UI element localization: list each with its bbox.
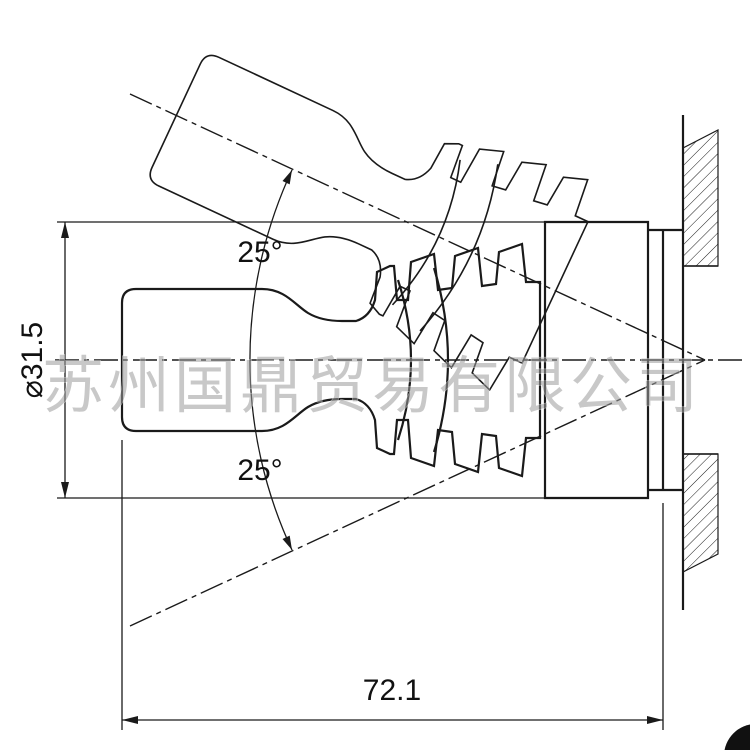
diameter-dimension: ⌀31.5: [16, 221, 545, 499]
swing-angle-arc: [249, 169, 293, 551]
upper-swing-centerline: [129, 93, 706, 361]
ball-joint-arc-1: [396, 279, 413, 441]
wall-hatch-bottom: [682, 453, 719, 573]
plug-outline: [120, 242, 542, 478]
ghost-rotated-view: [126, 9, 606, 399]
length-label: 72.1: [363, 674, 421, 707]
angle-arc: [249, 169, 293, 551]
diameter-dimension-lines: [57, 221, 545, 499]
swing-part-rotated: [126, 9, 606, 399]
swing-part-profile: [120, 242, 542, 478]
wall-hatch-top: [682, 129, 719, 267]
wall-section: [682, 129, 719, 573]
arc-arrow-top: [282, 170, 292, 185]
socket-cylinder: [543, 220, 650, 500]
angle-label-upper: 25°: [237, 236, 282, 269]
dim-arrow-right: [647, 716, 663, 724]
diameter-label: ⌀31.5: [16, 322, 49, 398]
part-side-view: [120, 242, 542, 478]
mounting-flange: [648, 228, 683, 492]
arc-arrow-bottom: [282, 535, 292, 550]
length-dimension: 72.1: [121, 440, 664, 730]
centerlines: [55, 93, 742, 627]
watermark-text: 苏州国鼎贸易有限公司: [42, 352, 702, 421]
lower-swing-centerline: [129, 359, 706, 627]
dim-arrow-down: [61, 482, 69, 498]
ball-joint-arc-2: [432, 267, 450, 453]
angle-label-lower: 25°: [237, 454, 282, 487]
dim-arrow-up: [61, 222, 69, 238]
corner-logo-mark: [724, 724, 750, 750]
length-dimension-lines: [121, 440, 664, 730]
dim-arrow-left: [122, 716, 138, 724]
